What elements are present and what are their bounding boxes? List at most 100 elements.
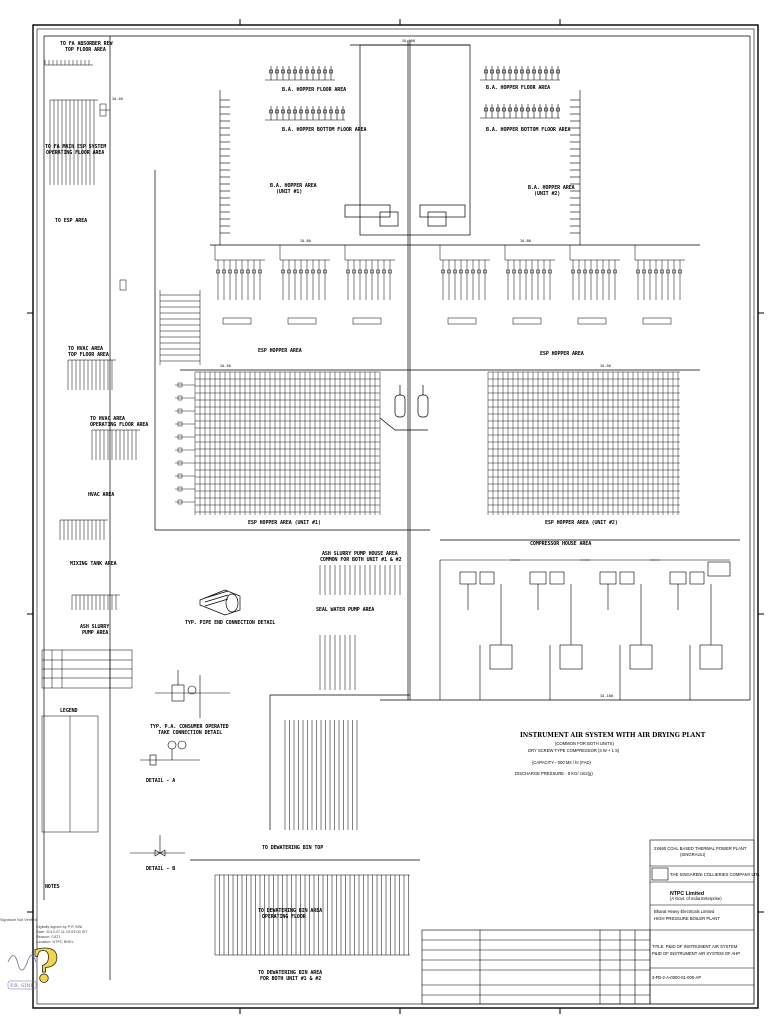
esp-valve [459, 269, 463, 274]
compressor-unit [559, 644, 583, 670]
drop-valve [502, 107, 506, 112]
drop-valve [311, 69, 315, 74]
drop-valve [490, 107, 494, 112]
filter-unit [619, 571, 635, 585]
label-mixing: MIXING TANK AREA [70, 561, 117, 567]
label-ba-left-1: B.A. HOPPER AREA [270, 183, 317, 189]
compressor-trains [439, 559, 731, 700]
esp-valve [216, 269, 220, 274]
drop-valve [305, 69, 309, 74]
signature-line-3: Reason: CAT1 [36, 935, 61, 939]
pipe-label-branch-l: IA-80 [300, 239, 311, 243]
pipe-label-comp: IA-100 [600, 694, 613, 698]
consumer-valve [119, 279, 127, 291]
drop-valve [490, 69, 494, 74]
esp-valve [512, 269, 516, 274]
drop-valve [293, 109, 297, 114]
esp-valve [536, 269, 540, 274]
esp-valve [660, 269, 664, 274]
esp-valve [228, 269, 232, 274]
esp-valve [589, 269, 593, 274]
label-ash-pump-2: PUMP AREA [82, 630, 108, 636]
drop-valve [329, 109, 333, 114]
esp-valve [382, 269, 386, 274]
hopper-valve [177, 460, 183, 466]
drawing-border [27, 19, 764, 1014]
hopper-valve [177, 395, 183, 401]
drop-valve [275, 69, 279, 74]
esp-valve [465, 269, 469, 274]
esp-valve [518, 269, 522, 274]
drop-valve [520, 69, 524, 74]
drop-valve [287, 109, 291, 114]
label-ba-right-1: B.A. HOPPER AREA [528, 185, 575, 191]
esp-valve [453, 269, 457, 274]
label-ash-silo-1: ASH SLURRY PUMP HOUSE AREA [322, 551, 398, 557]
label-esp-hopper-l: ESP HOPPER AREA [258, 348, 302, 354]
drop-valve [323, 69, 327, 74]
label-esp-area: TO ESP AREA [55, 218, 87, 224]
system-description: INSTRUMENT AIR SYSTEM WITH AIR DRYING PL… [515, 732, 706, 776]
esp-valve [293, 269, 297, 274]
pipe-size-labels: IA-100 IA-80 IA-80 IA-50 IA-50 IA-40 IA-… [112, 39, 613, 698]
label-hvac-op-1: TO HVAC AREA [90, 416, 125, 422]
drop-valve [532, 107, 536, 112]
label-ba-left-2: (UNIT #1) [276, 189, 302, 195]
drop-valve [329, 69, 333, 74]
esp-hopper-grids [175, 371, 680, 515]
hopper-valve [177, 382, 183, 388]
esp-valve [287, 269, 291, 274]
left-consumers [44, 60, 140, 610]
label-hvac-2: TOP FLOOR AREA [68, 352, 109, 358]
drop-valve [556, 69, 560, 74]
label-bottom-area-1: TO DEWATERING BIN AREA [258, 970, 322, 976]
drop-valve [281, 69, 285, 74]
compressor-unit [699, 644, 723, 670]
drop-valve [484, 69, 488, 74]
drop-valve [293, 69, 297, 74]
esp-valve [483, 269, 487, 274]
hopper-valve [177, 473, 183, 479]
esp-valve [317, 269, 321, 274]
drop-valve [287, 69, 291, 74]
label-detail-b: DETAIL - B [146, 866, 175, 872]
label-ba-bottom-l: B.A. HOPPER BOTTOM FLOOR AREA [282, 127, 366, 133]
dryer-unit [669, 571, 687, 585]
label-top-left-1: TO FA ABSORBER REW [60, 41, 113, 47]
tb-title-2: P&ID OF INSTRUMENT AIR SYSTEM OF AHP [652, 951, 740, 956]
drop-valve [496, 107, 500, 112]
esp-valve [648, 269, 652, 274]
esp-valve [364, 269, 368, 274]
filter-unit [689, 571, 705, 585]
esp-valve [636, 269, 640, 274]
signature-heading: Signature Not Verified [0, 918, 37, 922]
esp-valve [281, 269, 285, 274]
pipe-label-branch-r: IA-80 [520, 239, 531, 243]
esp-field-box [447, 317, 477, 325]
esp-valve [305, 269, 309, 274]
handwritten-signature: P.R. SINI ? [7, 939, 59, 993]
signature-line-4: Location: NTPC BHEL [36, 940, 74, 944]
label-fa-mezz-1: TO FA MAIN ESP SYSTEM [45, 144, 106, 150]
label-fa-mezz-2: OPERATING FLOOR AREA [46, 150, 104, 156]
drop-valve [538, 107, 542, 112]
drop-valve [526, 107, 530, 112]
esp-valve [506, 269, 510, 274]
area-labels: TO FA ABSORBER REW TOP FLOOR AREA TO FA … [45, 41, 618, 982]
drop-valve [496, 69, 500, 74]
esp-valve [246, 269, 250, 274]
hopper-valve [177, 421, 183, 427]
label-hvac-1: TO HVAC AREA [68, 346, 103, 352]
signature-initials: P.R. SINI [10, 983, 33, 989]
label-notes: NOTES [45, 884, 60, 890]
legend-table [41, 649, 133, 833]
drop-valve [508, 107, 512, 112]
esp-valve [311, 269, 315, 274]
dewatering-piping [214, 565, 410, 956]
esp-valve [388, 269, 392, 274]
esp-valve [666, 269, 670, 274]
esp-valve [548, 269, 552, 274]
label-compressor: COMPRESSOR HOUSE AREA [530, 541, 591, 547]
drop-valve [520, 107, 524, 112]
drop-valve [323, 109, 327, 114]
